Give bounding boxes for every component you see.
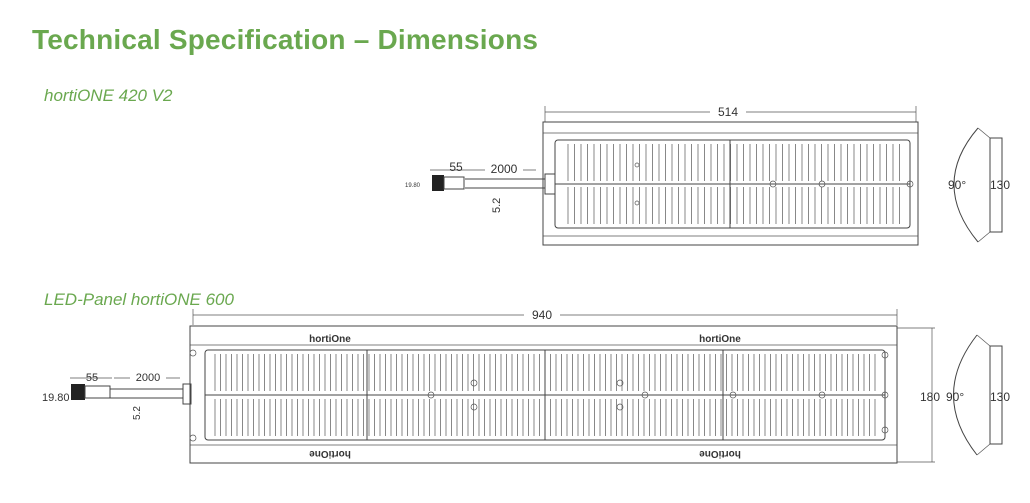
- panel-label: hortiOne: [699, 334, 741, 345]
- dim-profile-600: 130: [990, 390, 1010, 404]
- panel-label: hortiOne: [309, 334, 351, 345]
- dim-width-600: 180: [920, 390, 940, 404]
- dim-angle-600: 90°: [946, 390, 964, 404]
- dim-cable-dia-600: 5.2: [132, 406, 143, 420]
- drawing-420: 514 55 2000 19.80 5.2 90° 130: [405, 105, 1010, 246]
- dim-cable-dia-420: 5.2: [491, 198, 503, 213]
- panel-label-inverted: hortiOne: [699, 448, 741, 459]
- product-title-420: hortiONE 420 V2: [44, 86, 173, 105]
- dim-plug-height-420: 19.80: [405, 183, 421, 189]
- dim-plug-height-600: 19.80: [42, 392, 70, 404]
- dim-cable-420: 2000: [491, 162, 518, 176]
- page-title: Technical Specification – Dimensions: [32, 24, 539, 55]
- dim-profile-420: 130: [990, 178, 1010, 192]
- product-title-600: LED-Panel hortiONE 600: [44, 290, 234, 309]
- panel-label-inverted: hortiOne: [309, 448, 351, 459]
- dim-plug-420: 55: [449, 160, 463, 174]
- drawing-600: 940 hortiOne hortiOne hortiOne hortiOne …: [42, 308, 1010, 464]
- dim-length-420: 514: [718, 105, 738, 119]
- dim-angle-420: 90°: [948, 178, 966, 192]
- dim-plug-600: 55: [86, 372, 98, 384]
- dim-length-600: 940: [532, 308, 552, 322]
- dim-cable-600: 2000: [136, 372, 160, 384]
